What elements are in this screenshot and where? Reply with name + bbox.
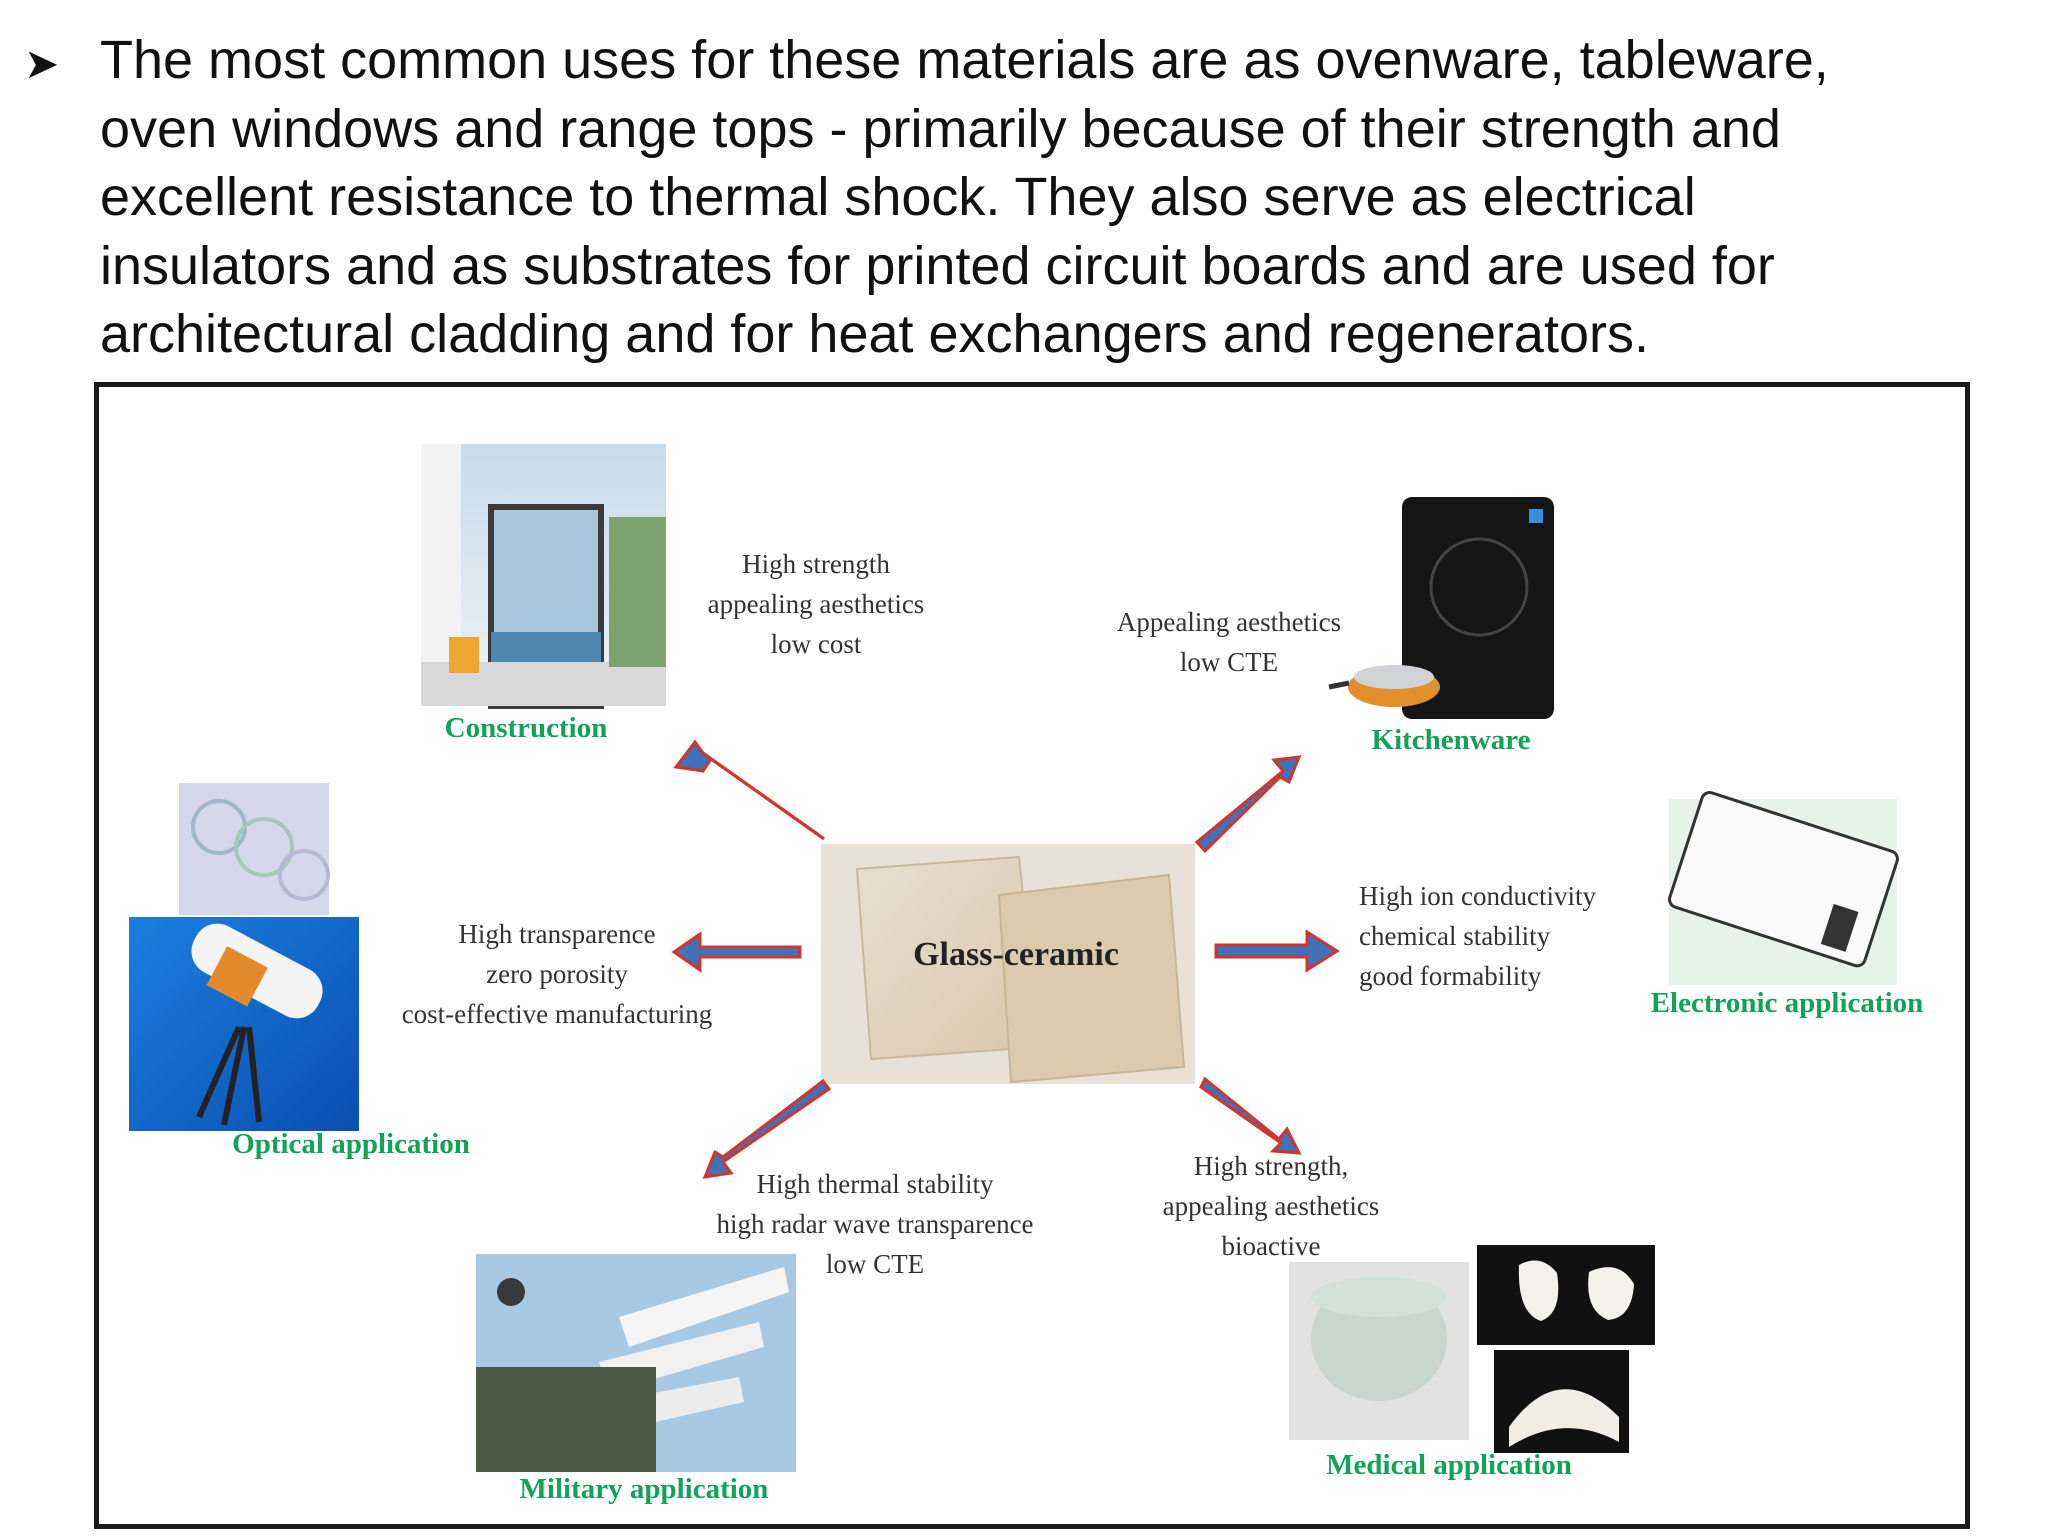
center-label: Glass-ceramic [913,936,1119,973]
military-properties: High thermal stability high radar wave t… [716,1169,1033,1279]
property-text: bioactive [1222,1231,1321,1261]
glass-ceramic-photo [821,844,1195,1084]
arrow-to-optical [671,931,802,973]
property-text: cost-effective manufacturing [402,999,713,1029]
bullet-line: The most common uses for these materials… [100,30,1829,90]
property-text: High strength [742,549,890,579]
arrow-to-construction [673,739,825,841]
dental-bridge-photo [1494,1350,1629,1453]
medical-properties: High strength, appealing aesthetics bioa… [1163,1151,1380,1261]
property-text: high radar wave transparence [716,1209,1033,1239]
property-text: High transparence [458,919,655,949]
property-text: low CTE [826,1249,924,1279]
kitchenware-label: Kitchenware [1372,724,1531,756]
property-text: chemical stability [1359,921,1551,951]
military-label: Military application [520,1473,769,1505]
electronic-properties: High ion conductivity chemical stability… [1359,881,1596,991]
medical-scaffold-photo [1289,1262,1469,1440]
kitchenware-properties: Appealing aesthetics low CTE [1117,607,1341,677]
kitchenware-photo [1328,497,1554,719]
property-text: low CTE [1180,647,1278,677]
bullet-line: insulators and as substrates for printed… [100,235,1775,296]
property-text: High thermal stability [757,1169,994,1199]
property-text: appealing aesthetics [1163,1191,1380,1221]
optical-label: Optical application [232,1128,470,1160]
medical-label: Medical application [1326,1449,1572,1481]
construction-properties: High strength appealing aesthetics low c… [708,549,925,659]
arrow-to-kitchenware [1194,755,1302,854]
construction-label: Construction [445,712,608,744]
arrow-to-military [702,1078,832,1179]
missiles-photo [476,1254,796,1472]
property-text: good formability [1359,961,1542,991]
arrow-to-medical [1199,1076,1302,1155]
optical-properties: High transparence zero porosity cost-eff… [402,919,713,1029]
glass-ceramic-applications-figure: Glass-ceramic [94,382,1970,1529]
electronic-label: Electronic application [1651,987,1924,1019]
telescope-photo [129,917,359,1131]
bullet-text: The most common uses for these materials… [100,26,2000,369]
bullet-line: oven windows and range tops - primarily … [100,98,1781,159]
bullet-line: architectural cladding and for heat exch… [100,304,1649,364]
bullet-line: excellent resistance to thermal shock. T… [100,167,1696,227]
property-text: High ion conductivity [1359,881,1596,911]
arrowhead-bullet-icon: ➤ [24,39,60,88]
property-text: High strength, [1194,1151,1349,1181]
property-text: appealing aesthetics [708,589,925,619]
property-text: zero porosity [486,959,628,989]
application-labels: Construction Kitchenware Optical applica… [232,712,1923,1505]
construction-photo [421,444,666,709]
property-text: low cost [771,629,862,659]
arrow-to-electronic [1214,929,1340,973]
dental-crowns-photo [1477,1245,1655,1345]
battery-photo [1668,790,1899,985]
property-text: Appealing aesthetics [1117,607,1341,637]
optical-lenses-photo [179,783,330,915]
figure-canvas: Glass-ceramic [129,444,1923,1505]
